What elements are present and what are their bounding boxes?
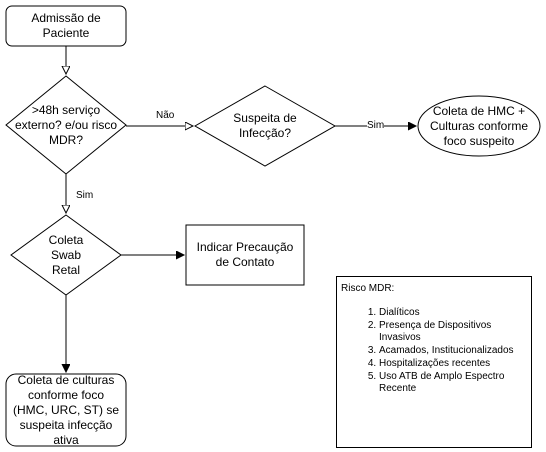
coleta-culturas-box	[5, 373, 127, 447]
coleta-hmc-text: Coleta de HMC + Culturas conforme foco s…	[429, 103, 529, 148]
risco-mdr-legend: Risco MDR: Dialíticos Presença de Dispos…	[336, 276, 532, 448]
coleta-swab-text: Coleta Swab Retal	[48, 232, 84, 277]
suspeita-diamond	[193, 85, 337, 167]
suspeita-node: Suspeita de Infecção?	[220, 104, 310, 148]
suspeita-text: Suspeita de Infecção?	[233, 111, 297, 140]
admissao-node: Admissão de Paciente	[6, 6, 126, 46]
legend-item: Uso ATB de Amplo Espectro Recente	[379, 371, 527, 395]
precaucao-box	[185, 224, 305, 286]
legend-item: Dialíticos	[379, 307, 527, 319]
legend-item: Acamados, Institucionalizados	[379, 345, 527, 357]
coleta-swab-node: Coleta Swab Retal	[36, 232, 96, 277]
legend-item: Presença de Dispositivos Invasivos	[379, 320, 527, 344]
legend-list: Dialíticos Presença de Dispositivos Inva…	[341, 307, 527, 395]
admissao-text: Admissão de Paciente	[31, 11, 101, 40]
precaucao-node: Indicar Precaução de Contato	[186, 225, 304, 285]
decisao-48h-text: >48h serviço externo? e/ou risco MDR?	[14, 102, 118, 147]
legend-title: Risco MDR:	[341, 283, 395, 294]
precaucao-text: Indicar Precaução de Contato	[196, 240, 294, 269]
decisao-48h-node: >48h serviço externo? e/ou risco MDR?	[6, 96, 126, 154]
edge-label-nao: Não	[156, 110, 175, 122]
coleta-hmc-ellipse	[417, 95, 541, 157]
edge-label-sim-right: Sim	[367, 120, 385, 132]
edge-label-sim-down: Sim	[76, 190, 94, 202]
coleta-culturas-node: Coleta de culturas conforme foco (HMC, U…	[6, 372, 126, 447]
coleta-hmc-node: Coleta de HMC + Culturas conforme foco s…	[418, 98, 540, 154]
coleta-culturas-text: Coleta de culturas conforme foco (HMC, U…	[13, 372, 119, 447]
legend-item: Hospitalizações recentes	[379, 358, 527, 370]
